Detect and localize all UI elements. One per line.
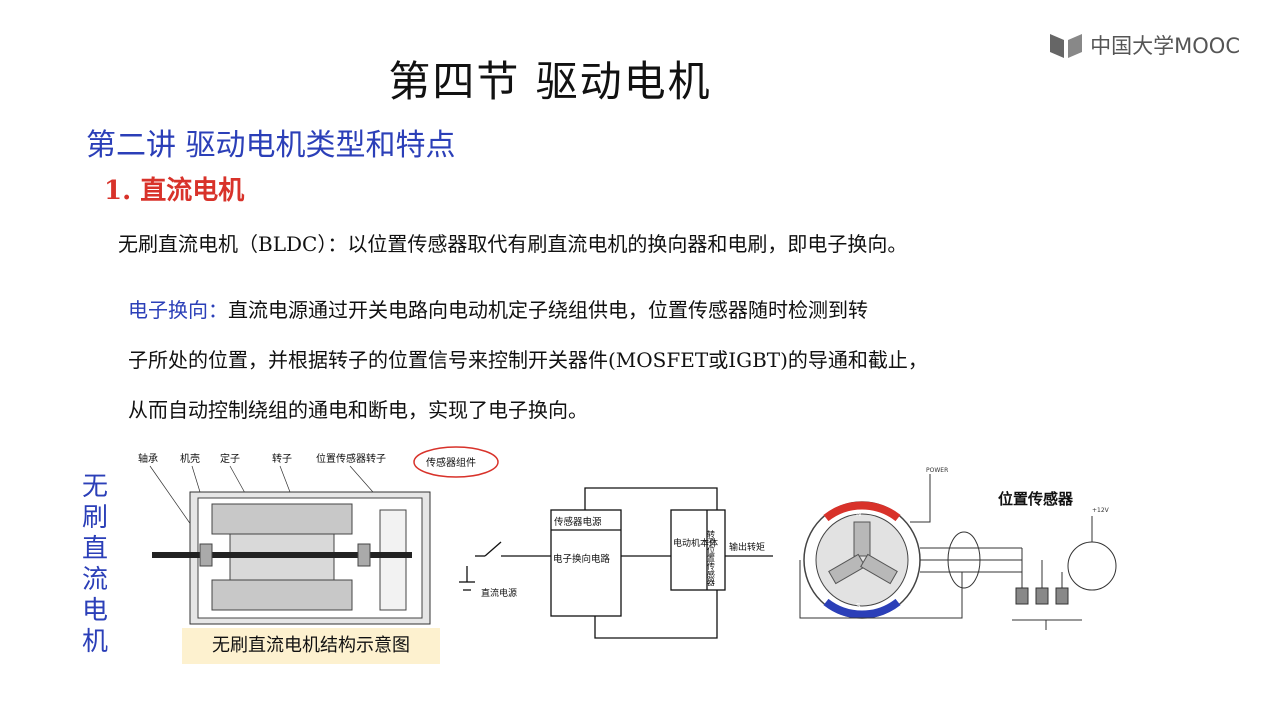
side-char: 直 xyxy=(81,534,108,564)
block-commutation: 电子换向电路 xyxy=(553,553,611,565)
block-position-sensor: 转子位置传感器 xyxy=(707,529,716,587)
book-icon xyxy=(1050,34,1083,58)
label-rotor: 转子 xyxy=(272,452,292,465)
block-dc-source: 直流电源 xyxy=(481,587,517,599)
block-motor-body: 电动机本体 xyxy=(673,537,718,549)
paragraph-line-3: 从而自动控制绕组的通电和断电，实现了电子换向。 xyxy=(128,398,588,422)
block-diagram: 传感器电源 电子换向电路 电动机本体 转子位置传感器 输出转矩 直流电源 xyxy=(459,487,773,639)
circuit-title: 位置传感器 xyxy=(998,490,1074,508)
structure-diagram: 轴承 机壳 定子 转子 位置传感器转子 传感器组件 xyxy=(138,446,499,625)
circuit-pole-s: S xyxy=(856,602,861,610)
bldc-definition: 无刷直流电机（BLDC）：以位置传感器取代有刷直流电机的换向器和电刷，即电子换向… xyxy=(118,232,908,256)
side-char: 电 xyxy=(81,596,108,626)
lecture-title: 第二讲 驱动电机类型和特点 xyxy=(86,128,456,163)
label-housing: 机壳 xyxy=(180,452,200,465)
label-sensor-rotor: 位置传感器转子 xyxy=(316,452,386,465)
label-sensor-assembly: 传感器组件 xyxy=(426,456,476,469)
circuit-voltage-label: +12V xyxy=(1092,507,1110,514)
label-stator: 定子 xyxy=(220,452,240,465)
circuit-diagram: 位置传感器 POWER +12V N S xyxy=(799,467,1117,630)
mooc-logo: 中国大学MOOC xyxy=(1048,30,1240,60)
paragraph-line-2: 子所处的位置，并根据转子的位置信号来控制开关器件(MOSFET或IGBT)的导通… xyxy=(128,348,928,372)
side-char: 无 xyxy=(81,472,108,502)
logo-text: 中国大学MOOC xyxy=(1090,34,1240,58)
side-char: 流 xyxy=(81,565,108,595)
section-title: 第四节 驱动电机 xyxy=(388,57,712,106)
paragraph-line-1: 电子换向：直流电源通过开关电路向电动机定子绕组供电，位置传感器随时检测到转 xyxy=(128,294,868,323)
circuit-pole-n: N xyxy=(856,510,861,518)
side-char: 刷 xyxy=(81,503,108,533)
circuit-power-label: POWER xyxy=(926,467,948,474)
structure-caption: 无刷直流电机结构示意图 xyxy=(182,628,440,664)
side-label: 无 刷 直 流 电 机 xyxy=(80,472,110,658)
paragraph-lead: 电子换向： xyxy=(128,298,228,322)
paragraph-text-1: 直流电源通过开关电路向电动机定子绕组供电，位置传感器随时检测到转 xyxy=(228,298,868,322)
sub-heading: 1. 直流电机 xyxy=(104,176,245,206)
label-bearing: 轴承 xyxy=(138,452,158,465)
side-char: 机 xyxy=(81,627,108,657)
block-sensor-power: 传感器电源 xyxy=(554,516,602,528)
block-output: 输出转矩 xyxy=(729,541,765,553)
